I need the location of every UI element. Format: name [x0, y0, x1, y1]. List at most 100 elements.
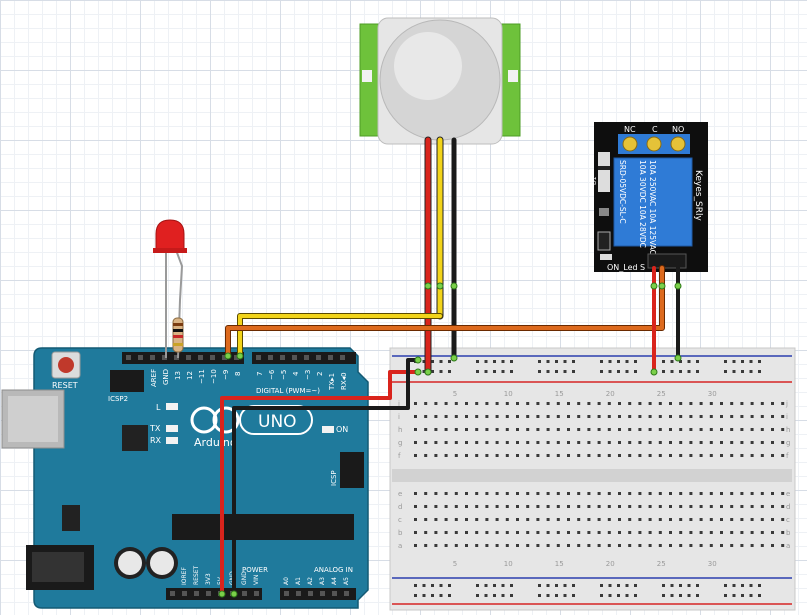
terminal-hole: [556, 531, 560, 534]
terminal-hole: [475, 492, 479, 495]
terminal-hole: [740, 454, 744, 457]
rail-hole-bottom-1: [422, 584, 426, 587]
terminal-hole: [526, 518, 530, 521]
icsp-header: [340, 452, 364, 488]
row-letter-right: i: [786, 413, 788, 421]
diode-band: [598, 166, 610, 170]
terminal-hole: [648, 505, 652, 508]
analog-pin-a2: A2: [307, 577, 314, 585]
resistor-band-2: [173, 329, 183, 332]
terminal-hole: [781, 402, 785, 405]
terminal-c-screw[interactable]: [646, 136, 662, 152]
terminal-hole: [648, 441, 652, 444]
terminal-hole: [556, 544, 560, 547]
header-pin: [234, 355, 239, 360]
reset-button-cap[interactable]: [58, 357, 74, 373]
terminal-hole: [781, 441, 785, 444]
terminal-hole: [648, 402, 652, 405]
rail-hole-top-2: [422, 370, 426, 373]
wire-end-cap: [424, 282, 432, 290]
rail-hole-bottom-2: [741, 594, 744, 597]
terminal-hole: [567, 428, 570, 431]
rail-hole-bottom-2: [608, 594, 612, 597]
rail-hole-bottom-1: [546, 584, 550, 587]
rail-hole-top-2: [608, 370, 612, 373]
terminal-hole: [699, 428, 703, 431]
pin-8-label: 8: [234, 372, 242, 376]
terminal-hole: [546, 415, 550, 418]
terminal-hole: [689, 544, 693, 547]
terminal-hole: [505, 505, 509, 508]
terminal-nc-screw[interactable]: [622, 136, 638, 152]
rail-hole-bottom-1: [431, 584, 434, 587]
terminal-hole: [679, 454, 683, 457]
terminal-hole: [689, 441, 693, 444]
rail-hole-top-2: [510, 370, 513, 373]
terminal-hole: [658, 441, 662, 444]
led-l: [166, 403, 178, 410]
wire-end-cap: [674, 354, 682, 362]
header-pin: [296, 591, 301, 596]
terminal-hole: [689, 428, 693, 431]
terminal-hole: [648, 415, 652, 418]
terminal-hole: [679, 518, 683, 521]
relay-on-led-label: ON_Led: [607, 263, 638, 272]
rail-hole-bottom-1: [732, 584, 736, 587]
terminal-hole: [669, 415, 672, 418]
pin-9-label: ~9: [222, 370, 230, 380]
terminal-hole: [526, 454, 530, 457]
digital-label: DIGITAL (PWM=~): [256, 387, 320, 395]
pin-rx-label: RX◂0: [340, 372, 348, 390]
terminal-hole: [781, 428, 785, 431]
terminal-hole: [669, 531, 672, 534]
terminal-hole: [414, 402, 417, 405]
terminal-hole: [434, 518, 438, 521]
header-pin: [344, 591, 349, 596]
rail-hole-top-2: [634, 370, 637, 373]
terminal-hole: [720, 544, 723, 547]
terminal-hole: [771, 518, 774, 521]
rail-hole-top-1: [662, 360, 665, 363]
column-number-bottom: 25: [657, 560, 666, 568]
power-pin-3v3: 3V3: [205, 573, 212, 585]
rail-hole-top-1: [439, 360, 443, 363]
rail-hole-top-1: [431, 360, 434, 363]
terminal-hole: [414, 544, 417, 547]
column-number-bottom: 20: [606, 560, 615, 568]
led-on-label: ON: [336, 425, 348, 434]
terminal-hole: [567, 492, 570, 495]
terminal-hole: [434, 544, 438, 547]
terminal-hole: [638, 441, 642, 444]
diode-d1-label: D1: [591, 176, 598, 185]
usb-chip: [122, 425, 148, 451]
row-letter-right: b: [786, 529, 791, 537]
pin-3-label: ~3: [304, 370, 312, 380]
terminal-hole: [597, 428, 601, 431]
terminal-hole: [567, 454, 570, 457]
resistor-band-1: [173, 323, 183, 326]
terminal-hole: [434, 402, 438, 405]
rail-hole-bottom-2: [679, 594, 682, 597]
terminal-hole: [750, 402, 754, 405]
terminal-hole: [771, 428, 774, 431]
terminal-hole: [658, 428, 662, 431]
rail-hole-bottom-2: [448, 594, 451, 597]
row-letter-right: e: [786, 490, 790, 498]
row-letter-right: c: [786, 516, 790, 524]
rail-hole-bottom-1: [476, 584, 479, 587]
pin-tx-label: TX▸1: [328, 373, 336, 391]
terminal-hole: [658, 518, 662, 521]
column-number-bottom: 10: [504, 560, 513, 568]
terminal-hole: [679, 544, 683, 547]
terminal-no-screw[interactable]: [670, 136, 686, 152]
header-pin: [150, 355, 155, 360]
terminal-hole: [536, 492, 540, 495]
terminal-hole: [628, 428, 632, 431]
terminal-hole: [434, 454, 438, 457]
terminal-hole: [689, 531, 693, 534]
rail-hole-top-1: [608, 360, 612, 363]
terminal-hole: [750, 505, 754, 508]
rail-hole-bottom-2: [670, 594, 674, 597]
terminal-hole: [556, 454, 560, 457]
row-letter-left: a: [398, 542, 402, 550]
